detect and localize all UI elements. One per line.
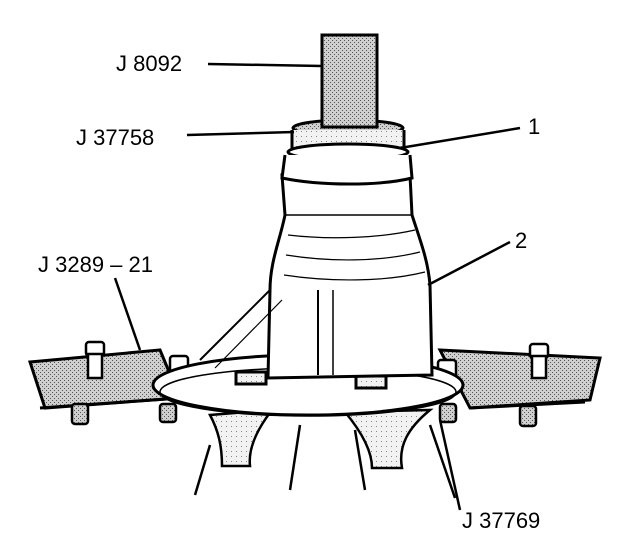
support-legs	[193, 408, 457, 499]
label-seal-1: 1	[528, 114, 540, 139]
support-plate	[27, 348, 602, 410]
label-j3289-21: J 3289 – 21	[38, 252, 153, 277]
label-hub-2: 2	[515, 228, 527, 253]
installer-ring	[280, 118, 414, 186]
label-j37769: J 37769	[462, 508, 540, 533]
hub-body	[199, 173, 434, 380]
label-j37758: J 37758	[76, 125, 154, 150]
driver-handle	[320, 33, 379, 129]
label-j8092: J 8092	[116, 51, 182, 76]
leader-lines	[113, 62, 521, 511]
